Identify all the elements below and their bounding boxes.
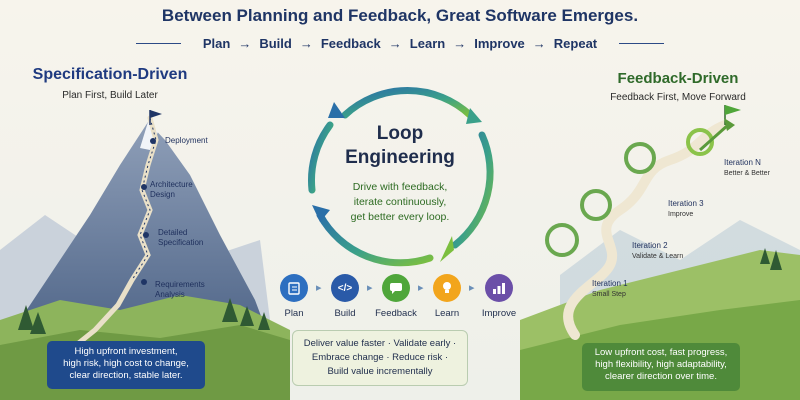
summit-flag-icon <box>150 110 162 118</box>
flow-step: Improve <box>474 36 525 51</box>
loop-ring <box>308 87 494 267</box>
clipboard-icon <box>280 274 308 302</box>
winding-road <box>563 120 730 340</box>
step-improve: Improve <box>474 274 524 319</box>
step-label: Learn <box>434 308 460 319</box>
flow-arrow-icon: → <box>299 36 313 51</box>
flow-arrow-icon: → <box>532 36 546 51</box>
flow-arrow-icon: → <box>453 36 467 51</box>
flow-arrow-icon: → <box>388 36 402 51</box>
mountain <box>20 122 270 340</box>
milestone-specification: Detailed Specification <box>158 228 204 247</box>
mountain-path <box>57 115 159 363</box>
center-benefits-box: Deliver value faster · Validate early · … <box>292 330 468 386</box>
step-learn: Learn <box>422 274 472 319</box>
flow-step: Learn <box>409 36 446 51</box>
goal-flag-icon <box>725 105 741 115</box>
page-headline: Between Planning and Feedback, Great Sof… <box>161 6 639 25</box>
iteration-3: Iteration 3 Improve <box>668 199 704 218</box>
right-subtitle: Feedback First, Move Forward <box>610 92 746 103</box>
right-summary-box: Low upfront cost, fast progress, high fl… <box>582 343 740 391</box>
pine-trees <box>18 298 270 334</box>
step-arrow-icon: ▸ <box>469 282 475 294</box>
flow-rule-left <box>135 43 181 44</box>
iteration-1: Iteration 1 Small Step <box>592 279 628 298</box>
step-label: Feedback <box>375 308 417 319</box>
step-label: Build <box>334 308 356 319</box>
flow-sequence: Plan → Build → Feedback → Learn → Improv… <box>0 36 800 51</box>
bar-chart-icon <box>485 274 513 302</box>
iteration-loops <box>545 128 714 257</box>
left-subtitle: Plan First, Build Later <box>62 90 158 101</box>
milestone-requirements: Requirements Analysis <box>155 280 205 299</box>
loop-arrowhead-icon <box>466 108 482 124</box>
flow-step: Plan <box>202 36 231 51</box>
step-feedback: Feedback <box>371 274 421 319</box>
flow-rule-right <box>619 43 665 44</box>
right-title: Feedback-Driven <box>617 70 739 87</box>
step-build: </> Build <box>320 274 370 319</box>
flow-step: Repeat <box>553 36 598 51</box>
chat-icon <box>382 274 410 302</box>
iteration-2: Iteration 2 Validate & Learn <box>632 241 684 260</box>
step-arrow-icon: ▸ <box>418 282 424 294</box>
iteration-n: Iteration N Better & Better <box>724 158 770 177</box>
flow-step: Build <box>259 36 292 51</box>
flow-step: Feedback <box>320 36 381 51</box>
step-arrow-icon: ▸ <box>316 282 322 294</box>
milestone-architecture: Architecture Design <box>150 180 193 199</box>
loop-description: Drive with feedback, iterate continuousl… <box>350 181 450 223</box>
flow-arrow-icon: → <box>238 36 252 51</box>
step-label: Plan <box>284 308 304 319</box>
step-label: Improve <box>481 308 517 319</box>
left-summary-box: High upfront investment, high risk, high… <box>47 341 205 389</box>
step-plan: Plan <box>269 274 319 319</box>
milestone-deployment: Deployment <box>165 136 208 145</box>
right-trees <box>760 248 782 270</box>
loop-title: Loop Engineering <box>345 123 455 168</box>
code-icon: </> <box>331 274 359 302</box>
step-arrow-icon: ▸ <box>367 282 373 294</box>
lightbulb-icon <box>433 274 461 302</box>
left-title: Specification-Driven <box>32 66 188 83</box>
